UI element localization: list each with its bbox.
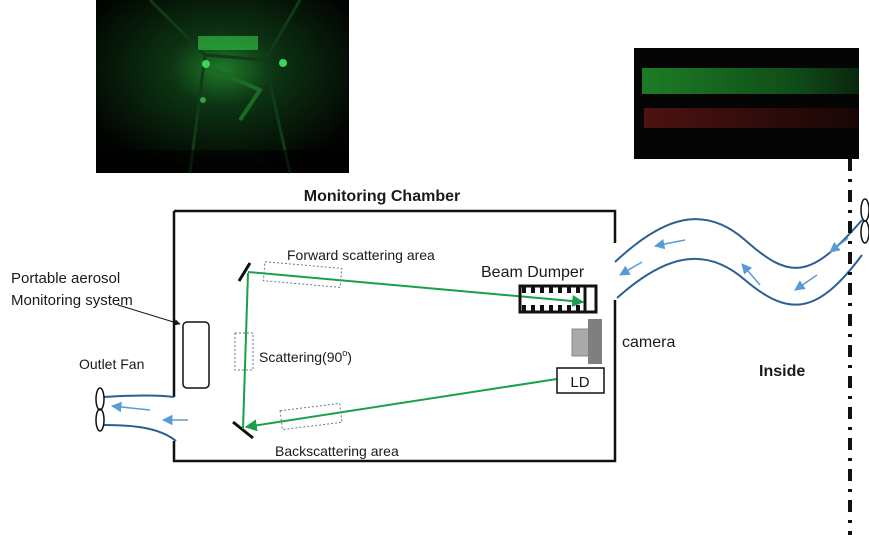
inside-label: Inside (759, 363, 805, 380)
outlet-flow-arrows (110, 401, 188, 426)
side-scattering-area (234, 332, 254, 371)
laser-diode-label: LD (570, 374, 589, 391)
outlet-duct (103, 394, 177, 442)
scattering-areas (234, 261, 343, 431)
beam-dumper-label: Beam Dumper (481, 264, 585, 281)
bottom-mirror (232, 420, 254, 440)
backscattering-label: Backscattering area (275, 443, 399, 459)
laser-beam-photo (634, 48, 859, 159)
outlet-fan-label: Outlet Fan (79, 356, 144, 372)
side-scattering-label: Scattering(90o) (259, 348, 352, 365)
inlet-flow-arrows (619, 237, 849, 291)
portable-monitor-box (182, 321, 210, 389)
top-mirror (237, 262, 252, 282)
forward-scattering-label: Forward scattering area (287, 247, 435, 263)
monitoring-chamber (172, 209, 617, 463)
chamber-interior-photo (96, 0, 349, 174)
portable-pointer-arrow (117, 304, 181, 326)
inlet-duct (614, 218, 863, 306)
laser-diode-box (556, 367, 605, 394)
portable-label-line2: Monitoring system (11, 292, 133, 309)
chamber-title: Monitoring Chamber (304, 188, 460, 205)
portable-label-line1: Portable aerosol (11, 270, 120, 287)
back-scattering-area (279, 402, 343, 431)
laser-path (242, 271, 585, 432)
camera-icon (571, 319, 602, 364)
outlet-fan-icon (95, 387, 105, 432)
camera-label: camera (622, 334, 675, 351)
beam-dumper (518, 284, 598, 314)
inlet-fan-icon (860, 198, 869, 244)
